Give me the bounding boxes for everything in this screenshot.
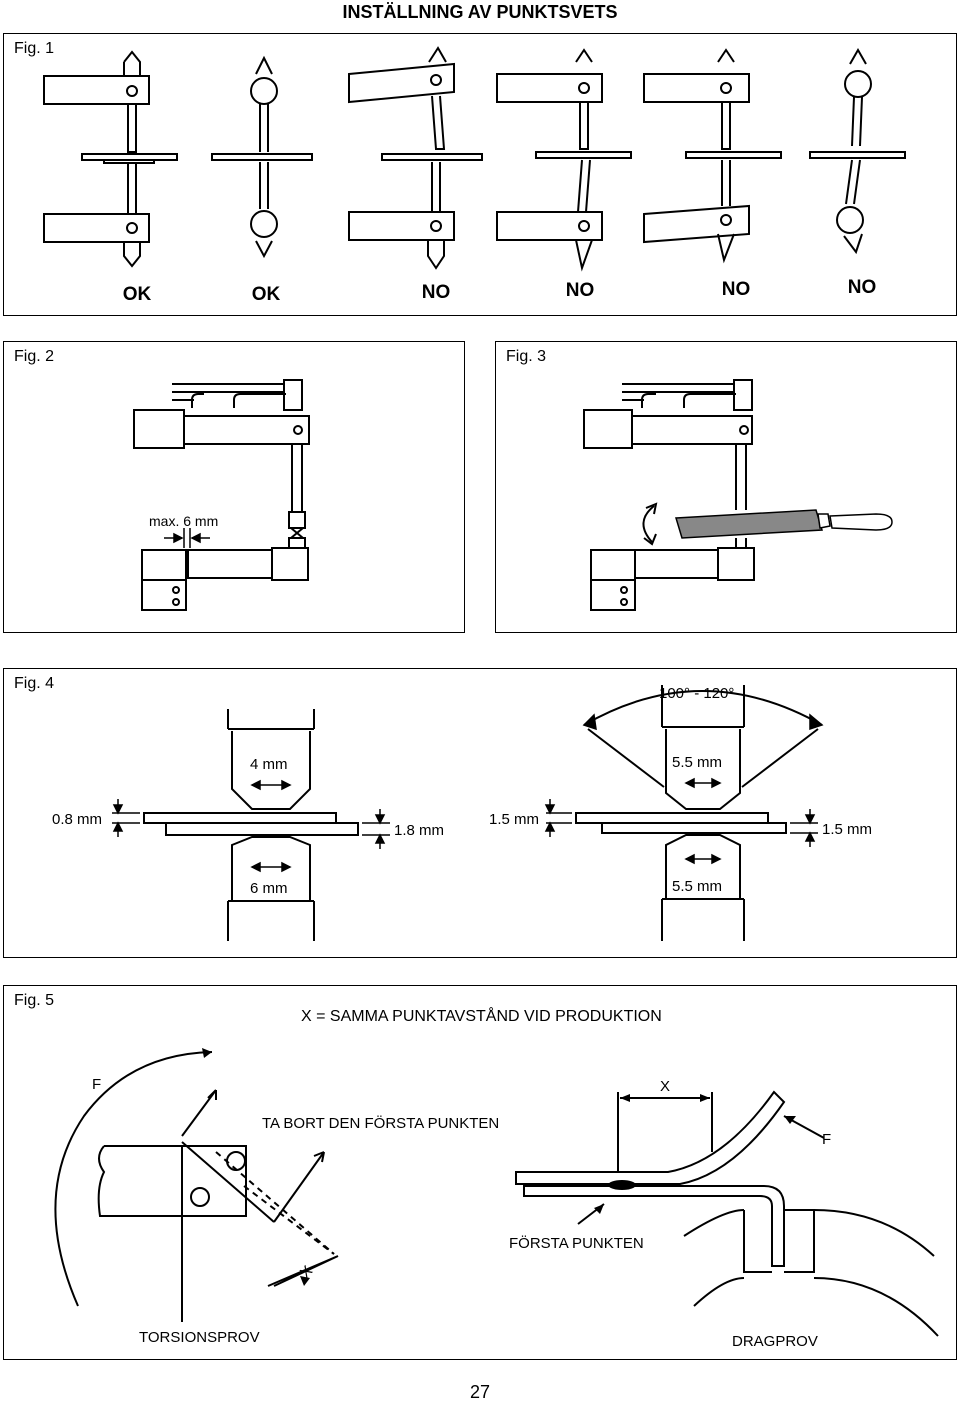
- electrode-pair-no-4: [809, 47, 906, 255]
- fig3-drawing: [583, 379, 893, 611]
- fig2-panel: Fig. 2 max. 6 mm: [3, 341, 465, 633]
- pull-test-label: DRAGPROV: [732, 1333, 818, 1350]
- pull-force-label: F: [822, 1131, 831, 1148]
- electrode-pair-ok-2: [211, 55, 313, 259]
- remove-first-point-note: TA BORT DEN FÖRSTA PUNKTEN: [262, 1114, 499, 1132]
- right-bottom-tip-size: 5.5 mm: [672, 878, 722, 895]
- left-top-tip-size: 4 mm: [250, 756, 288, 773]
- fig5-drawing: X = SAMMA PUNKTAVSTÅND VID PRODUKTION F …: [54, 1006, 939, 1350]
- electrode-pair-no-3: [643, 48, 782, 264]
- pull-test: [515, 1090, 939, 1337]
- right-bottom-sheet-size: 1.5 mm: [822, 821, 872, 838]
- electrode-pair-ok-1: [43, 50, 178, 268]
- fig2-drawing: max. 6 mm: [133, 379, 310, 611]
- torsion-distance-label: X: [297, 1263, 316, 1282]
- fig5-caption: X = SAMMA PUNKTAVSTÅND VID PRODUKTION: [301, 1006, 662, 1025]
- fig3-label: Fig. 3: [506, 348, 547, 365]
- fig5-panel: Fig. 5 X = SAMMA PUNKTAVSTÅND VID PRODUK…: [3, 985, 957, 1360]
- page-title: INSTÄLLNING AV PUNKTSVETS: [342, 2, 618, 22]
- fig1-panel: Fig. 1: [3, 33, 957, 316]
- verdict-2: OK: [252, 284, 281, 305]
- fig1-label: Fig. 1: [14, 40, 55, 57]
- electrode-pair-no-2: [496, 48, 632, 272]
- fig1-drawing: OK OK NO NO NO NO: [43, 46, 906, 305]
- left-bottom-tip-size: 6 mm: [250, 880, 288, 897]
- max-gap-label: max. 6 mm: [149, 513, 218, 529]
- electrode-angle: 100° - 120°: [659, 685, 734, 702]
- torsion-force-label: F: [92, 1076, 101, 1093]
- fig2-label: Fig. 2: [14, 348, 55, 365]
- verdict-6: NO: [848, 277, 877, 298]
- verdict-1: OK: [123, 284, 152, 305]
- verdict-4: NO: [566, 280, 595, 301]
- verdict-5: NO: [722, 279, 751, 300]
- file-tool: [675, 509, 893, 539]
- fig5-label: Fig. 5: [14, 992, 55, 1009]
- left-bottom-sheet-size: 1.8 mm: [394, 822, 444, 839]
- page-number: 27: [469, 1382, 491, 1402]
- fig3-panel: Fig. 3: [495, 341, 957, 633]
- right-top-sheet-size: 1.5 mm: [489, 811, 539, 828]
- torsion-test-label: TORSIONSPROV: [139, 1329, 260, 1346]
- fig4-drawing: 4 mm 6 mm 0.8 mm 1.8 mm 5.5 mm 5.5 mm 1.…: [52, 685, 872, 941]
- right-top-tip-size: 5.5 mm: [672, 754, 722, 771]
- torsion-test: [54, 1051, 339, 1322]
- electrode-pair-no-1: [348, 46, 483, 270]
- fig4-label: Fig. 4: [14, 675, 55, 692]
- pull-distance-label: X: [660, 1078, 670, 1095]
- fig4-panel: Fig. 4: [3, 668, 957, 958]
- left-top-sheet-size: 0.8 mm: [52, 811, 102, 828]
- first-point-label: FÖRSTA PUNKTEN: [509, 1234, 644, 1252]
- verdict-3: NO: [422, 282, 451, 303]
